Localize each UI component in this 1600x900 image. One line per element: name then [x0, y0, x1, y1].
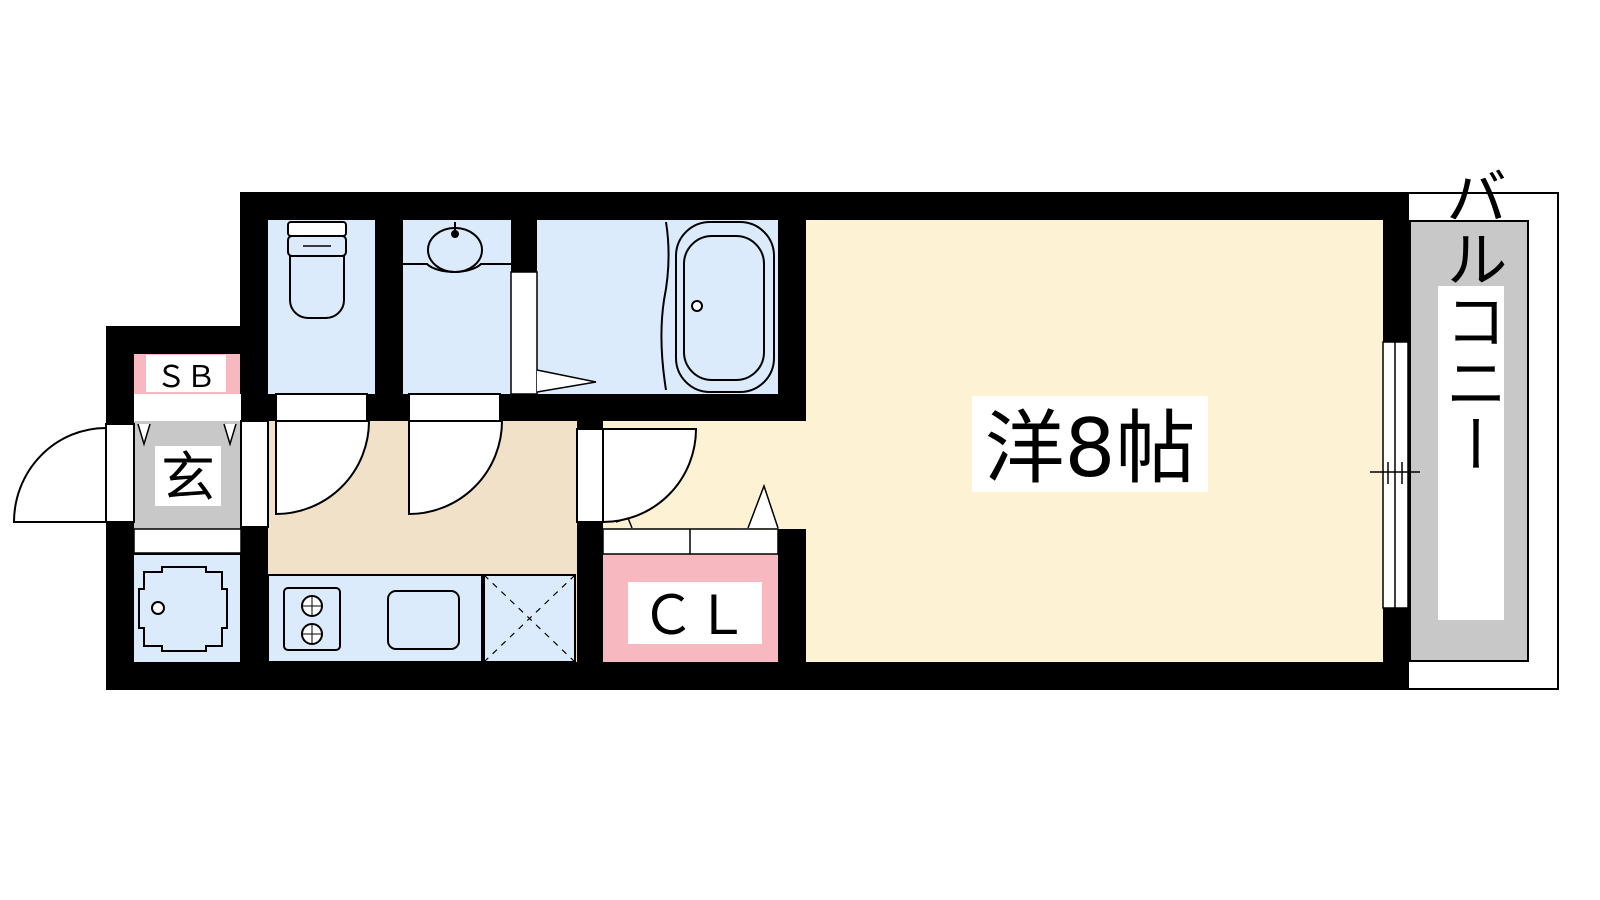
- washbasin-icon: [403, 222, 511, 273]
- entrance-label-bg: [155, 446, 221, 506]
- balcony-window: [1370, 341, 1420, 609]
- closet-label: ＣＬ: [641, 584, 749, 647]
- shoe-box-label: ＳＢ: [156, 360, 216, 395]
- western-room-label-bg: [972, 396, 1208, 492]
- washer-partition: [133, 528, 242, 554]
- doors: [12, 393, 698, 528]
- balcony-label: バルコニー: [1435, 165, 1508, 475]
- washer-pan-icon: [138, 566, 228, 652]
- shower-curtain: [660, 221, 670, 391]
- shoe-box-front: [134, 394, 241, 421]
- sink-icon: [387, 590, 460, 650]
- bath-partition: [510, 271, 538, 395]
- closet-label-bg: [628, 582, 762, 644]
- entrance-label: 玄: [161, 446, 215, 509]
- stove-icon: [283, 587, 341, 651]
- balcony-label-bg: [1438, 286, 1504, 620]
- toilet-icon: [287, 221, 347, 319]
- walls: [106, 192, 1408, 690]
- western-room-label: 洋8帖: [985, 402, 1196, 495]
- shoe-box-label-bg: [146, 355, 226, 392]
- bathtub-icon: [675, 221, 775, 393]
- bath-door-swing: [536, 369, 597, 393]
